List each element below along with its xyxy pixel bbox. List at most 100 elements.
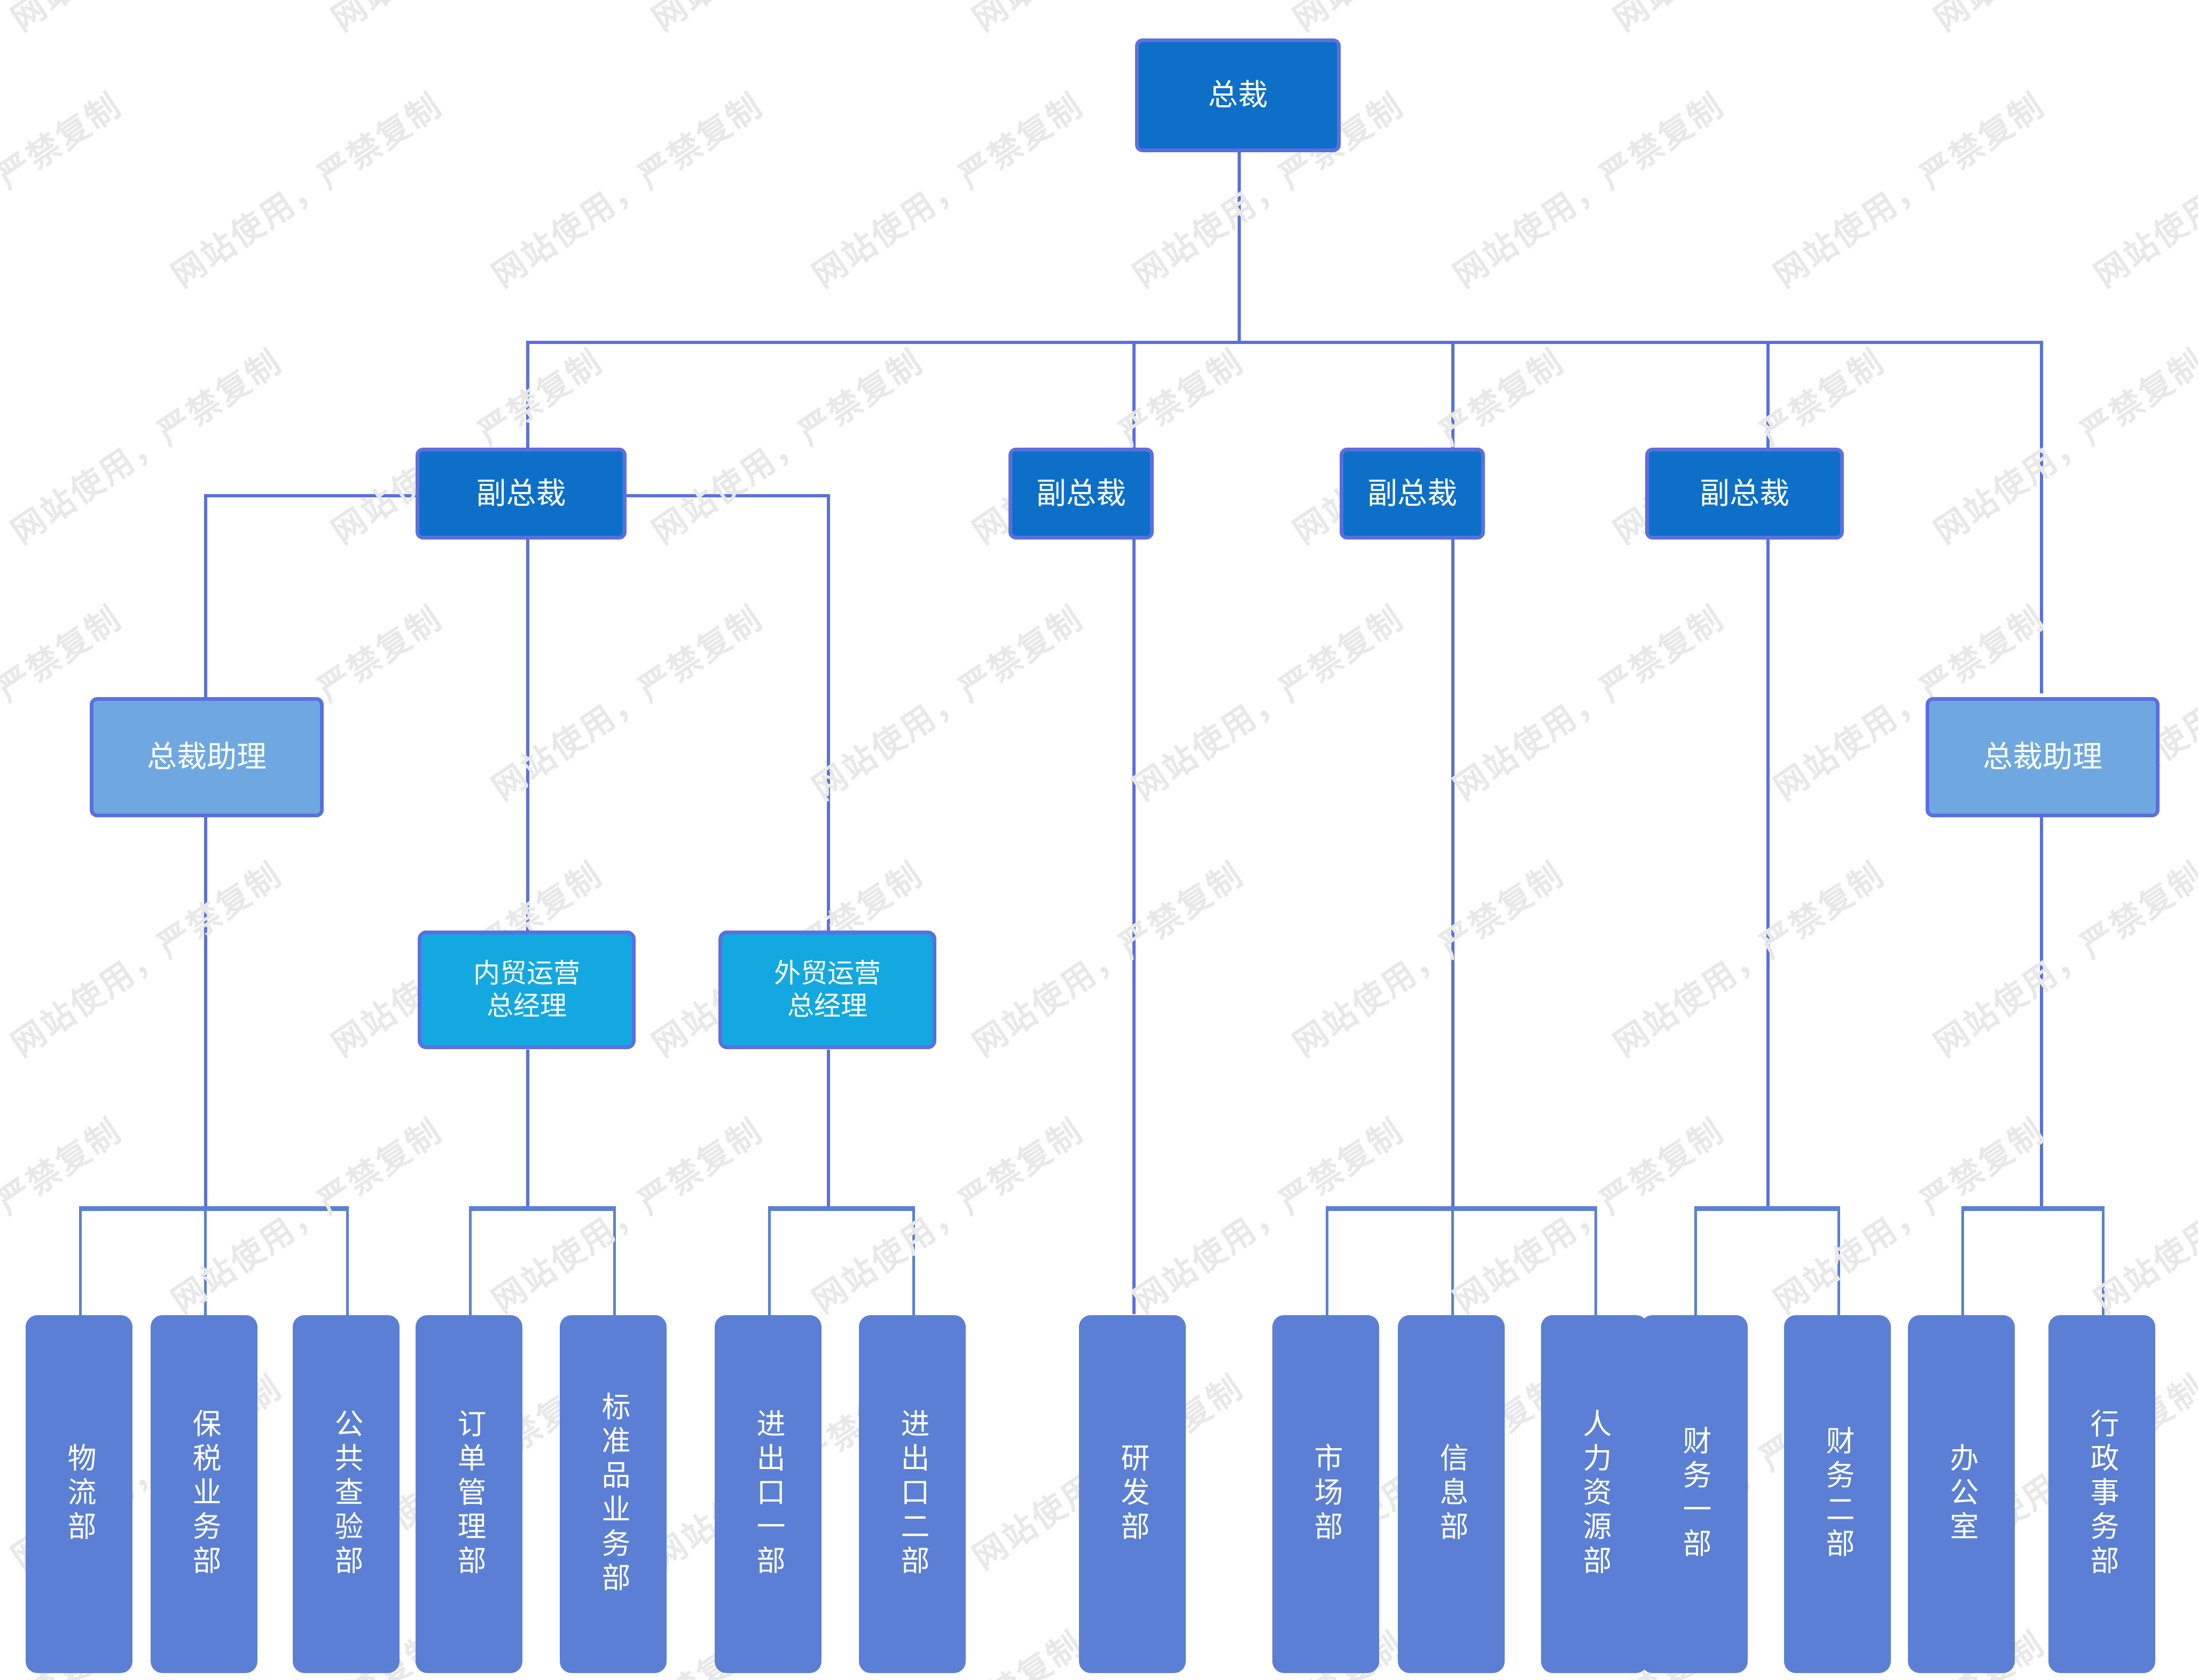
watermark-text: 网站使用，严禁复制 xyxy=(1923,0,2198,40)
connector-vp1-to-assistant-left xyxy=(204,494,207,697)
watermark-text: 网站使用，严禁复制 xyxy=(1928,342,2198,551)
connector-assistant-left-stem xyxy=(204,817,207,1210)
connector-tbar-assistant-right xyxy=(1961,1206,2105,1211)
node-gm-foreign-line2: 总经理 xyxy=(787,991,867,1021)
node-assistant-right[interactable]: 总裁助理 xyxy=(1926,697,2160,817)
node-president-label: 总裁 xyxy=(1208,78,1268,112)
node-dept-biaozhun-label: 标准品业务部 xyxy=(597,1392,629,1597)
connector-vp1-to-gm-foreign xyxy=(827,494,830,932)
node-vice-president-3[interactable]: 副总裁 xyxy=(1340,448,1485,540)
node-vice-president-4-label: 副总裁 xyxy=(1700,476,1789,510)
watermark-text: 网站使用，严禁复制 xyxy=(2088,1112,2198,1320)
node-president[interactable]: 总裁 xyxy=(1135,38,1341,152)
watermark-text: 网站使用，严禁复制 xyxy=(320,0,611,40)
watermark-text: 网站使用，严禁复制 xyxy=(966,855,1250,1064)
connector-drop-dept-jinchu1 xyxy=(768,1206,771,1316)
connector-tbar-assistant-left xyxy=(79,1206,349,1211)
connector-drop-dept-dingdan xyxy=(469,1206,472,1316)
watermark-text: 网站使用，严禁复制 xyxy=(486,86,770,295)
watermark-text: 网站使用，严禁复制 xyxy=(806,1112,1090,1320)
node-dept-shichang[interactable]: 市场部 xyxy=(1272,1315,1379,1673)
node-vice-president-2[interactable]: 副总裁 xyxy=(1008,448,1154,540)
node-dept-wuliu[interactable]: 物流部 xyxy=(26,1315,132,1673)
connector-vp3-stem xyxy=(1451,540,1454,1210)
connector-tbar-gm-foreign xyxy=(768,1206,915,1211)
watermark-text: 网站使用，严禁复制 xyxy=(1767,1112,2052,1320)
connector-drop-dept-caiwu2 xyxy=(1837,1206,1840,1316)
node-dept-caiwu1-label: 财务一部 xyxy=(1678,1426,1710,1562)
node-dept-bangongshi[interactable]: 办公室 xyxy=(1908,1315,2015,1673)
connector-tbar-vp4 xyxy=(1694,1206,1840,1211)
node-dept-jinchu2[interactable]: 进出口二部 xyxy=(859,1315,966,1673)
node-dept-dingdan[interactable]: 订单管理部 xyxy=(416,1315,522,1673)
node-dept-renli[interactable]: 人力资源部 xyxy=(1541,1315,1648,1673)
watermark-text: 网站使用，严禁复制 xyxy=(2088,86,2198,295)
watermark-text: 网站使用，严禁复制 xyxy=(0,1112,129,1320)
node-dept-xingzheng[interactable]: 行政事务部 xyxy=(2048,1315,2155,1673)
node-dept-bangongshi-label: 办公室 xyxy=(1945,1443,1977,1545)
node-gm-foreign[interactable]: 外贸运营 总经理 xyxy=(718,931,936,1049)
connector-drop-dept-wuliu xyxy=(79,1206,82,1316)
connector-bus-to-vp4 xyxy=(1766,341,1770,448)
node-dept-xingzheng-label: 行政事务部 xyxy=(2086,1409,2118,1580)
connector-tbar-vp3 xyxy=(1326,1206,1597,1211)
watermark-text: 网站使用，严禁复制 xyxy=(0,0,290,40)
connector-drop-dept-bangongshi xyxy=(1961,1206,1964,1316)
node-dept-caiwu2[interactable]: 财务二部 xyxy=(1784,1315,1891,1673)
watermark-text: 网站使用，严禁复制 xyxy=(165,86,449,295)
connector-bus-to-vp3 xyxy=(1451,341,1454,448)
watermark-text: 网站使用，严禁复制 xyxy=(0,86,129,295)
node-vice-president-3-label: 副总裁 xyxy=(1367,476,1457,510)
connector-tbar-gm-domestic xyxy=(469,1206,616,1211)
node-gm-domestic[interactable]: 内贸运营 总经理 xyxy=(418,931,636,1049)
node-dept-renli-label: 人力资源部 xyxy=(1578,1409,1610,1580)
connector-vp1-to-gm-domestic xyxy=(526,540,529,932)
node-vice-president-4[interactable]: 副总裁 xyxy=(1645,448,1844,540)
watermark-text: 网站使用，严禁复制 xyxy=(646,342,930,551)
watermark-text: 网站使用，严禁复制 xyxy=(1602,0,1892,40)
connector-vp4-stem xyxy=(1766,540,1770,1210)
connector-assistant-right-stem xyxy=(2040,817,2043,1210)
node-gm-domestic-line1: 内贸运营 xyxy=(473,958,580,988)
watermark-text: 网站使用，严禁复制 xyxy=(1282,0,1572,40)
connector-drop-dept-biaozhun xyxy=(613,1206,616,1316)
node-vice-president-1-label: 副总裁 xyxy=(476,476,566,510)
node-dept-caiwu1[interactable]: 财务一部 xyxy=(1641,1315,1748,1673)
node-dept-baoshui[interactable]: 保税业务部 xyxy=(151,1315,257,1673)
watermark-text: 网站使用，严禁复制 xyxy=(1127,1112,1411,1320)
connector-drop-dept-xingzheng xyxy=(2102,1206,2105,1316)
watermark-text: 网站使用，严禁复制 xyxy=(806,599,1090,808)
node-dept-gonggong[interactable]: 公共查验部 xyxy=(293,1315,400,1673)
connector-gm-foreign-stem xyxy=(827,1050,830,1210)
connector-main-bus xyxy=(526,341,2043,344)
node-gm-foreign-line1: 外贸运营 xyxy=(774,958,881,988)
connector-president-stem xyxy=(1238,152,1241,342)
node-assistant-left[interactable]: 总裁助理 xyxy=(90,697,324,817)
connector-drop-dept-gonggong xyxy=(346,1206,349,1316)
node-dept-jinchu1-label: 进出口一部 xyxy=(752,1409,784,1580)
node-dept-yanfa[interactable]: 研发部 xyxy=(1079,1315,1186,1673)
connector-bus-to-assistant-right xyxy=(2040,341,2043,693)
watermark-text: 网站使用，严禁复制 xyxy=(1767,86,2052,295)
connector-bus-to-vp2 xyxy=(1132,341,1136,448)
node-dept-wuliu-label: 物流部 xyxy=(63,1443,95,1545)
node-vice-president-2-label: 副总裁 xyxy=(1036,476,1126,510)
connector-bus-to-vp1 xyxy=(526,341,529,448)
connector-gm-domestic-stem xyxy=(526,1050,529,1210)
connector-drop-dept-jinchu2 xyxy=(912,1206,915,1316)
node-dept-yanfa-label: 研发部 xyxy=(1116,1443,1148,1545)
node-assistant-left-label: 总裁助理 xyxy=(147,740,267,774)
watermark-text: 网站使用，严禁复制 xyxy=(641,0,931,40)
watermark-text: 网站使用，严禁复制 xyxy=(1447,1112,1731,1320)
node-dept-jinchu1[interactable]: 进出口一部 xyxy=(715,1315,822,1673)
node-dept-caiwu2-label: 财务二部 xyxy=(1821,1426,1853,1562)
node-dept-xinxi[interactable]: 信息部 xyxy=(1398,1315,1505,1673)
watermark-text: 网站使用，严禁复制 xyxy=(961,0,1251,40)
node-vice-president-1[interactable]: 副总裁 xyxy=(416,448,627,540)
node-dept-biaozhun[interactable]: 标准品业务部 xyxy=(560,1315,667,1673)
node-dept-gonggong-label: 公共查验部 xyxy=(330,1409,362,1580)
node-gm-foreign-label: 外贸运营 总经理 xyxy=(774,957,881,1022)
watermark-text: 网站使用，严禁复制 xyxy=(1447,599,1731,808)
connector-drop-dept-caiwu1 xyxy=(1694,1206,1697,1316)
